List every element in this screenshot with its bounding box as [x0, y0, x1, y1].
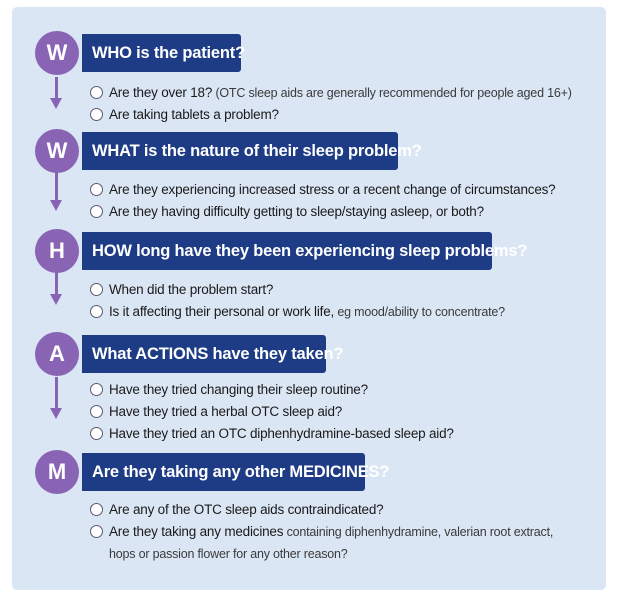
connector-line	[55, 172, 58, 203]
question-item[interactable]: Are they having difficulty getting to sl…	[90, 201, 590, 223]
question-item[interactable]: Is it affecting their personal or work l…	[90, 301, 590, 323]
question-item[interactable]: Are they taking any medicines containing…	[90, 521, 580, 565]
step-heading: WHAT is the nature of their sleep proble…	[82, 132, 422, 170]
radio-circle-icon[interactable]	[90, 383, 103, 396]
down-arrow-icon	[50, 200, 62, 211]
question-item[interactable]: Are they experiencing increased stress o…	[90, 179, 590, 201]
step-heading: HOW long have they been experiencing sle…	[82, 232, 527, 270]
connector-line	[55, 77, 58, 102]
down-arrow-icon	[50, 294, 62, 305]
question-item[interactable]: Are they over 18? (OTC sleep aids are ge…	[90, 82, 590, 104]
question-item[interactable]: Have they tried an OTC diphenhydramine-b…	[90, 423, 590, 445]
radio-circle-icon[interactable]	[90, 305, 103, 318]
radio-circle-icon[interactable]	[90, 525, 103, 538]
question-item[interactable]: When did the problem start?	[90, 279, 590, 301]
radio-circle-icon[interactable]	[90, 86, 103, 99]
radio-circle-icon[interactable]	[90, 427, 103, 440]
question-item[interactable]: Have they tried a herbal OTC sleep aid?	[90, 401, 590, 423]
radio-circle-icon[interactable]	[90, 108, 103, 121]
down-arrow-icon	[50, 408, 62, 419]
radio-circle-icon[interactable]	[90, 205, 103, 218]
step-letter-circle: W	[35, 129, 79, 173]
step-letter-circle: A	[35, 332, 79, 376]
step-letter-circle: W	[35, 31, 79, 75]
connector-line	[55, 272, 58, 297]
down-arrow-icon	[50, 98, 62, 109]
step-heading: Are they taking any other MEDICINES?	[82, 453, 389, 491]
question-item[interactable]: Are any of the OTC sleep aids contraindi…	[90, 499, 590, 521]
step-heading: What ACTIONS have they taken?	[82, 335, 343, 373]
radio-circle-icon[interactable]	[90, 183, 103, 196]
question-item[interactable]: Are taking tablets a problem?	[90, 104, 590, 126]
step-letter-circle: H	[35, 229, 79, 273]
radio-circle-icon[interactable]	[90, 503, 103, 516]
step-letter-circle: M	[35, 450, 79, 494]
flowchart-panel: W WHO is the patient? Are they over 18? …	[12, 7, 606, 590]
radio-circle-icon[interactable]	[90, 283, 103, 296]
question-item[interactable]: Have they tried changing their sleep rou…	[90, 379, 590, 401]
connector-line	[55, 377, 58, 411]
step-heading: WHO is the patient?	[82, 34, 245, 72]
radio-circle-icon[interactable]	[90, 405, 103, 418]
